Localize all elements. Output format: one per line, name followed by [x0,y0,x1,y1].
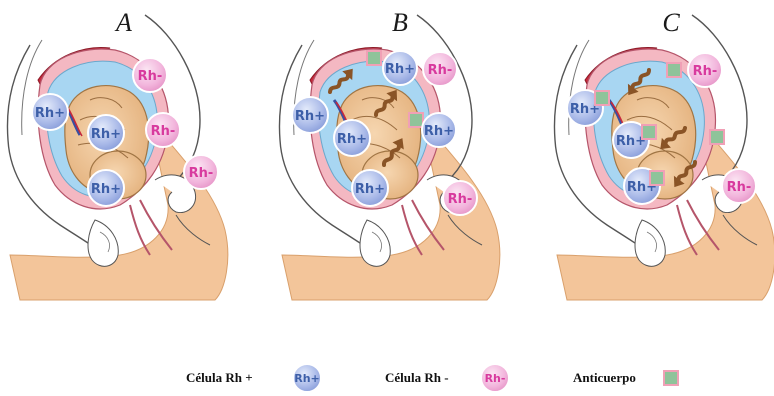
rh-neg-cell: Rh- [423,52,457,86]
panel-c: Rh+ Rh+ Rh+ Rh- Rh- [554,15,774,300]
rh-neg-cell: Rh- [443,181,477,215]
panel-letter-b: B [392,8,408,37]
rh-pos-label: Rh+ [295,109,325,124]
antibody-square [595,91,609,105]
rh-pos-label: Rh+ [424,124,454,139]
legend-rh-neg-label: Rh- [485,372,506,385]
rh-neg-label: Rh- [138,69,163,84]
legend-rh-pos-icon: Rh+ [293,364,321,392]
rh-pos-cell: Rh+ [334,120,370,156]
legend-antibody-text: Anticuerpo [573,370,636,385]
legend-rh-pos-label: Rh+ [294,372,320,385]
rh-neg-cell: Rh- [146,113,180,147]
rh-pos-label: Rh+ [385,62,415,77]
rh-pos-cell-migrated: Rh+ [383,51,417,85]
rh-pos-cell: Rh+ [352,170,388,206]
rh-neg-label: Rh- [151,124,176,139]
rh-pos-cell: Rh+ [88,115,124,151]
rh-pos-cell: Rh+ [88,170,124,206]
rh-neg-label: Rh- [448,192,473,207]
antibody-square [642,125,656,139]
antibody-square [710,130,724,144]
rh-pos-label: Rh+ [355,182,385,197]
legend-antibody-icon [664,371,678,385]
legend-rh-neg-text: Célula Rh - [385,370,449,385]
antibody-square [650,171,664,185]
rh-neg-cell: Rh- [184,155,218,189]
rh-pos-label: Rh+ [91,182,121,197]
panel-letter-a: A [114,8,132,37]
legend-rh-pos-text: Célula Rh + [186,370,253,385]
antibody-square [409,113,423,127]
rh-neg-label: Rh- [727,180,752,195]
rh-pos-cell-migrated: Rh+ [422,113,456,147]
rh-neg-cell: Rh- [688,53,722,87]
legend: Célula Rh + Rh+ Célula Rh - Rh- Anticuer… [186,364,678,392]
pregnancy-anatomy-illustration [554,15,774,300]
panel-b: Rh+ Rh+ Rh+ Rh+ Rh+ Rh- Rh- [279,15,499,300]
legend-rh-neg-icon: Rh- [481,364,509,392]
panel-a: Rh+ Rh+ Rh+ Rh- Rh- Rh- [7,15,227,300]
rh-neg-cell: Rh- [722,169,756,203]
rh-neg-label: Rh- [693,64,718,79]
antibody-square [667,63,681,77]
rh-neg-cell: Rh- [133,58,167,92]
rh-pos-cell: Rh+ [292,97,328,133]
rh-pos-cell: Rh+ [32,94,68,130]
antibody-square [367,51,381,65]
rh-pos-label: Rh+ [337,132,367,147]
rh-pos-label: Rh+ [91,127,121,142]
rh-pos-label: Rh+ [35,106,65,121]
rh-neg-label: Rh- [428,63,453,78]
rh-neg-label: Rh- [189,166,214,181]
panel-letter-c: C [662,8,680,37]
